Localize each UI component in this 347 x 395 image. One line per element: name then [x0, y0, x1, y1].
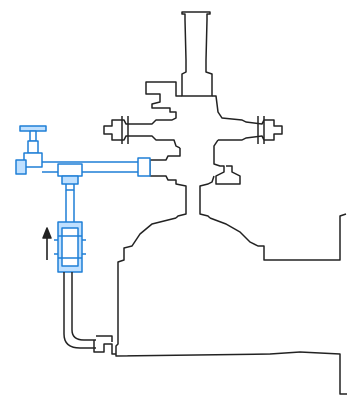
- vertical-pipe: [65, 190, 75, 222]
- pipe-nut: [137, 157, 151, 177]
- right-arm-flange: [257, 116, 265, 144]
- wellhead-assembly: [93, 11, 347, 395]
- needle-valve[interactable]: [15, 125, 47, 175]
- left-arm-flange: [121, 116, 129, 144]
- upper-body: [103, 81, 182, 149]
- middle-body-right: [199, 139, 241, 219]
- flow-direction-arrow: [42, 227, 52, 260]
- valve-inlet: [15, 159, 27, 175]
- base-plate: [115, 336, 347, 395]
- valve-stem: [29, 130, 37, 142]
- lower-elbow: [93, 335, 116, 355]
- lower-spool: [117, 213, 347, 336]
- flow-fitting: [54, 221, 86, 273]
- tee-fitting: [57, 163, 83, 191]
- top-stem: [181, 11, 213, 97]
- middle-body-left: [149, 148, 187, 219]
- instrument-line: [15, 125, 151, 273]
- valve-bonnet: [27, 140, 39, 154]
- return-line: [63, 272, 96, 349]
- upper-body-right: [212, 95, 283, 141]
